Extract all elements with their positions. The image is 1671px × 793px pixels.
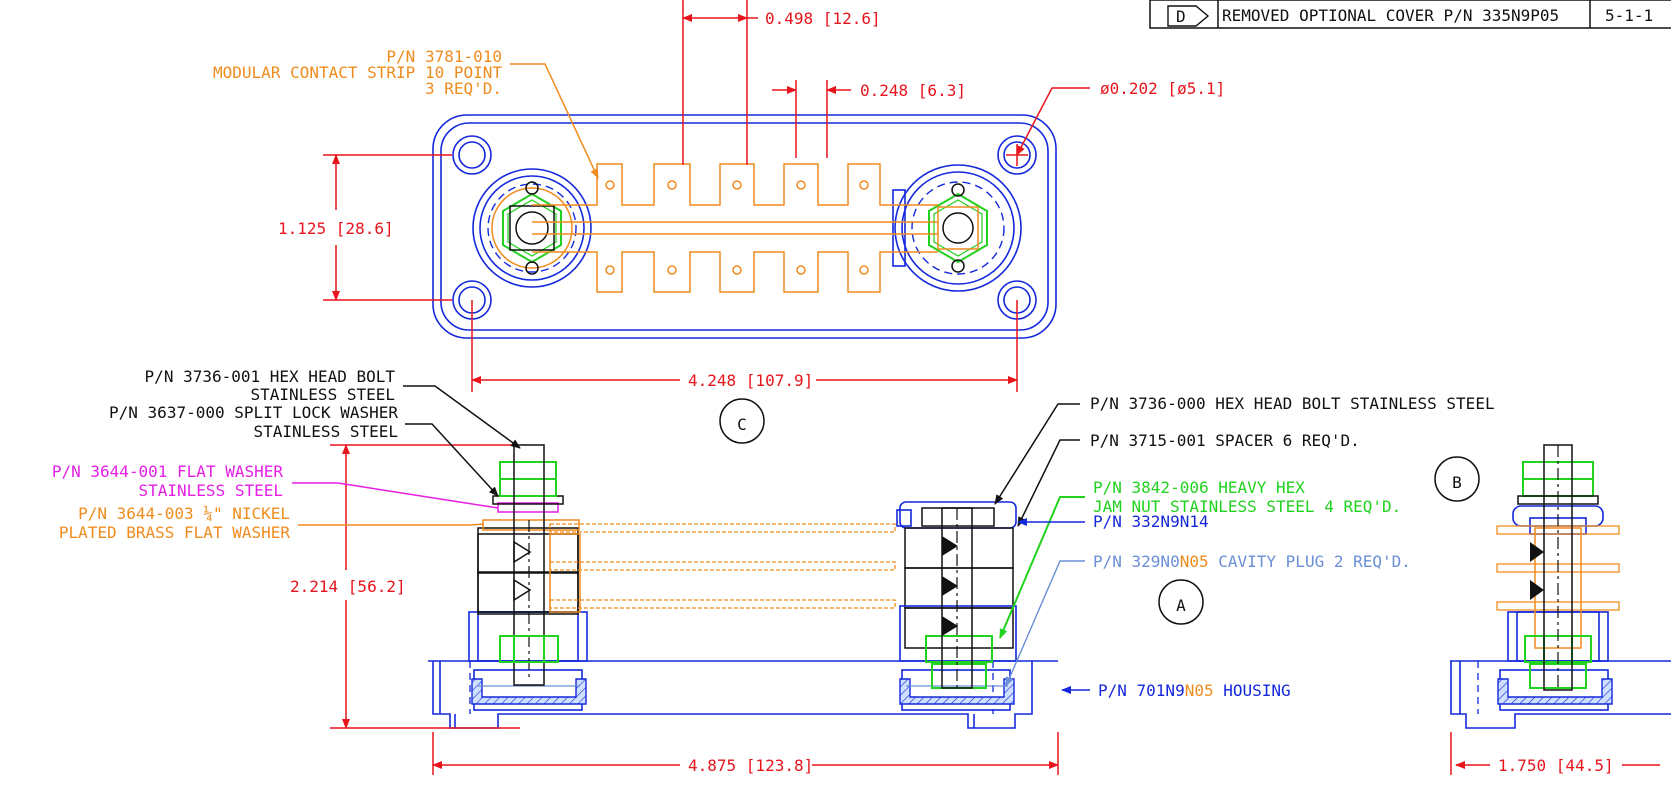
contact-strip-top xyxy=(532,163,938,293)
callout-lock-washer-line2: STAINLESS STEEL xyxy=(254,422,399,441)
view-label-b-text: B xyxy=(1452,473,1462,492)
revision-triangle-icon xyxy=(1167,5,1210,27)
callout-housing: P/N 701N9N05 HOUSING xyxy=(1061,681,1291,700)
dim-overall-length: 4.875 [123.8] xyxy=(688,756,813,775)
callout-brass-washer-line1: P/N 3644-003 ¼" NICKEL xyxy=(78,504,290,523)
left-stud-stack xyxy=(468,444,588,686)
dim-pitch: 0.498 [12.6] xyxy=(765,9,881,28)
callout-flat-washer-line2: STAINLESS STEEL xyxy=(139,481,284,500)
view-label-a-text: A xyxy=(1176,596,1186,615)
callout-lock-washer: P/N 3637-000 SPLIT LOCK WASHER STAINLESS… xyxy=(109,403,499,497)
contact-strips-side xyxy=(549,523,896,609)
mounting-holes xyxy=(452,135,1037,320)
left-stud-top xyxy=(472,168,592,288)
top-housing-outer xyxy=(432,114,1057,339)
dim-overall-width: 1.750 [44.5] xyxy=(1498,756,1614,775)
right-stud-stack xyxy=(896,501,1017,690)
callout-hex-bolt-right: P/N 3736-000 HEX HEAD BOLT STAINLESS STE… xyxy=(994,394,1495,505)
callout-hex-bolt-left-line2: STAINLESS STEEL xyxy=(251,385,396,404)
callout-part-332: P/N 332N9N14 xyxy=(1017,512,1209,531)
dim-hole-dia: ø0.202 [ø5.1] xyxy=(1100,79,1225,98)
callout-flat-washer: P/N 3644-001 FLAT WASHER STAINLESS STEEL xyxy=(52,462,499,509)
callout-hex-bolt-left-line1: P/N 3736-001 HEX HEAD BOLT xyxy=(145,367,396,386)
top-dimensions: 0.498 [12.6] 0.248 [6.3] ø0.202 [ø5.1] 1… xyxy=(278,0,1225,392)
callout-cavity-plug: P/N 329N0N05 CAVITY PLUG 2 REQ'D. xyxy=(1005,552,1411,687)
callout-jam-nut-line2: JAM NUT STAINLESS STEEL 4 REQ'D. xyxy=(1093,497,1401,516)
callout-part-332-text: P/N 332N9N14 xyxy=(1093,512,1209,531)
dim-mount-spacing: 4.248 [107.9] xyxy=(688,371,813,390)
revision-block: D REMOVED OPTIONAL COVER P/N 335N9P05 5-… xyxy=(1149,0,1671,29)
callout-brass-washer: P/N 3644-003 ¼" NICKEL PLATED BRASS FLAT… xyxy=(59,504,485,542)
callout-contact-strip: P/N 3781-010 MODULAR CONTACT STRIP 10 PO… xyxy=(213,47,599,179)
dim-slot-width: 0.248 [6.3] xyxy=(860,81,966,100)
side-housing xyxy=(428,660,1058,729)
view-label-b: B xyxy=(1434,456,1480,502)
dim-height-top: 1.125 [28.6] xyxy=(278,219,394,238)
callout-hex-bolt-right-text: P/N 3736-000 HEX HEAD BOLT STAINLESS STE… xyxy=(1090,394,1495,413)
dim-overall-height: 2.214 [56.2] xyxy=(290,577,406,596)
callout-jam-nut-line1: P/N 3842-006 HEAVY HEX xyxy=(1093,478,1305,497)
top-housing-inner xyxy=(440,122,1049,331)
callout-brass-washer-line2: PLATED BRASS FLAT WASHER xyxy=(59,523,291,542)
callout-housing-text: P/N 701N9N05 HOUSING xyxy=(1098,681,1291,700)
contact-strip-holes xyxy=(605,180,869,275)
top-view xyxy=(432,114,1057,339)
callout-jam-nut: P/N 3842-006 HEAVY HEX JAM NUT STAINLESS… xyxy=(999,478,1401,639)
callout-contact-strip-line1: P/N 3781-010 xyxy=(386,47,502,66)
callout-spacer-text: P/N 3715-001 SPACER 6 REQ'D. xyxy=(1090,431,1360,450)
view-label-c: C xyxy=(719,398,765,444)
callout-flat-washer-line1: P/N 3644-001 FLAT WASHER xyxy=(52,462,284,481)
callout-cavity-plug-text: P/N 329N0N05 CAVITY PLUG 2 REQ'D. xyxy=(1093,552,1411,571)
revision-description: REMOVED OPTIONAL COVER P/N 335N9P05 xyxy=(1222,6,1559,25)
side-view xyxy=(428,444,1058,729)
end-view: 1.750 [44.5] xyxy=(1450,444,1671,775)
revision-date: 5-1-1 xyxy=(1605,6,1653,25)
side-dimensions: 2.214 [56.2] 4.875 [123.8] xyxy=(290,444,1059,775)
view-label-c-text: C xyxy=(737,415,747,434)
revision-letter: D xyxy=(1176,7,1186,26)
callout-contact-strip-line2: MODULAR CONTACT STRIP 10 POINT xyxy=(213,63,502,82)
callout-lock-washer-line1: P/N 3637-000 SPLIT LOCK WASHER xyxy=(109,403,398,422)
view-label-a: A xyxy=(1158,579,1204,625)
callout-contact-strip-line3: 3 REQ'D. xyxy=(425,79,502,98)
right-stud-top xyxy=(892,164,1022,292)
callout-hex-bolt-left: P/N 3736-001 HEX HEAD BOLT STAINLESS STE… xyxy=(145,367,521,449)
callout-spacer: P/N 3715-001 SPACER 6 REQ'D. xyxy=(1017,431,1360,527)
